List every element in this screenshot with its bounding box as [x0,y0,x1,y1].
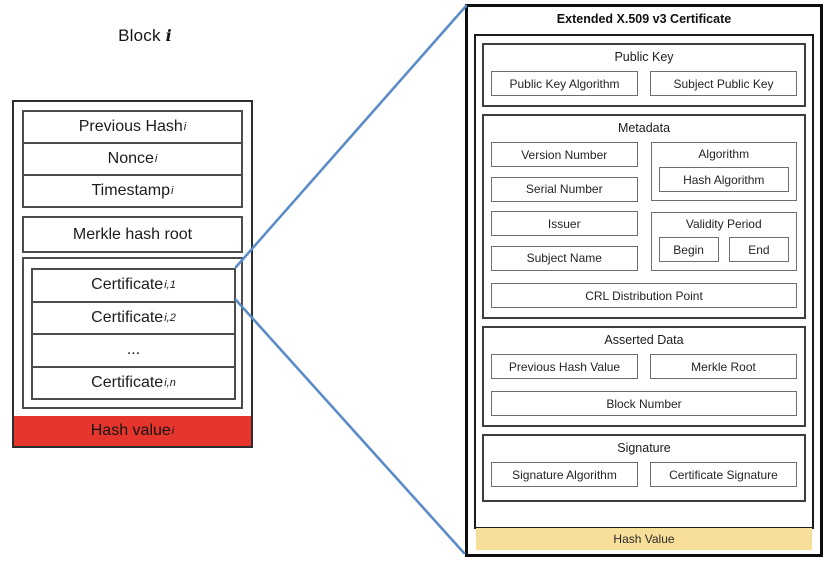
timestamp-label: Timestamp [91,182,171,199]
issuer-cell: Issuer [491,211,638,237]
crl-distribution-point-cell: CRL Distribution Point [491,283,797,308]
block-title-label: Block [118,26,161,45]
validity-period-title: Validity Period [685,217,762,231]
block-title-index: i [165,26,172,45]
metadata-right-column: Algorithm Hash Algorithm Validity Period… [650,142,797,271]
public-key-title: Public Key [614,50,674,64]
certificate-1-label: Certificate [91,276,164,294]
nonce-label: Nonce [107,150,154,167]
serial-number-cell: Serial Number [491,176,638,202]
certificate-2-sub: i,2 [164,311,176,324]
version-number-cell: Version Number [491,142,638,167]
certificate-signature-cell: Certificate Signature [650,462,797,487]
block-hash-label: Hash value [90,422,171,439]
certificate-1-sub: i,1 [164,279,176,292]
signature-title: Signature [617,441,671,455]
previous-hash-value-cell: Previous Hash Value [491,354,638,379]
certificate-body: Public Key Public Key Algorithm Subject … [474,34,814,529]
signature-algorithm-cell: Signature Algorithm [491,462,638,487]
block-title: Block i [14,26,276,46]
merkle-root-cell: Merkle Root [650,354,797,379]
merkle-root-label: Merkle hash root [72,225,193,243]
metadata-left-column: Version Number Serial Number Issuer Subj… [491,142,638,271]
asserted-data-section: Asserted Data Previous Hash Value Merkle… [482,326,806,427]
certificate-n-label: Certificate [91,373,164,391]
certificate-panel: Extended X.509 v3 Certificate Public Key… [465,4,823,557]
certificate-n-sub: i,n [164,376,176,389]
nonce-sub: i [154,153,158,165]
signature-section: Signature Signature Algorithm Certificat… [482,434,806,502]
subject-name-cell: Subject Name [491,245,638,271]
certificate-ellipsis-row: ... [33,335,234,368]
public-key-algorithm-cell: Public Key Algorithm [491,71,638,96]
public-key-section: Public Key Public Key Algorithm Subject … [482,43,806,107]
metadata-section: Metadata Version Number Serial Number Is… [482,114,806,319]
certificate-hash-value-bar: Hash Value [476,528,812,550]
certificate-2-label: Certificate [91,308,164,326]
connector-line-bottom [234,298,466,555]
validity-period-group: Validity Period Begin End [650,212,797,271]
merkle-root-row: Merkle hash root [22,216,243,253]
algorithm-group: Algorithm Hash Algorithm [650,142,797,201]
timestamp-sub: i [171,185,174,197]
certificate-hash-value-label: Hash Value [613,532,675,546]
hash-algorithm-cell: Hash Algorithm [658,167,789,192]
certificate-panel-title: Extended X.509 v3 Certificate [556,12,732,26]
previous-hash-sub: i [183,121,187,133]
block-number-cell: Block Number [491,391,797,416]
certificate-ellipsis: ... [126,341,141,359]
subject-public-key-cell: Subject Public Key [650,71,797,96]
algorithm-group-title: Algorithm [698,147,750,161]
block-hash-sub: i [171,425,175,437]
validity-end-cell: End [728,237,789,262]
asserted-data-title: Asserted Data [604,333,684,347]
metadata-title: Metadata [617,121,671,135]
validity-begin-cell: Begin [658,237,719,262]
previous-hash-label: Previous Hash [78,118,183,135]
